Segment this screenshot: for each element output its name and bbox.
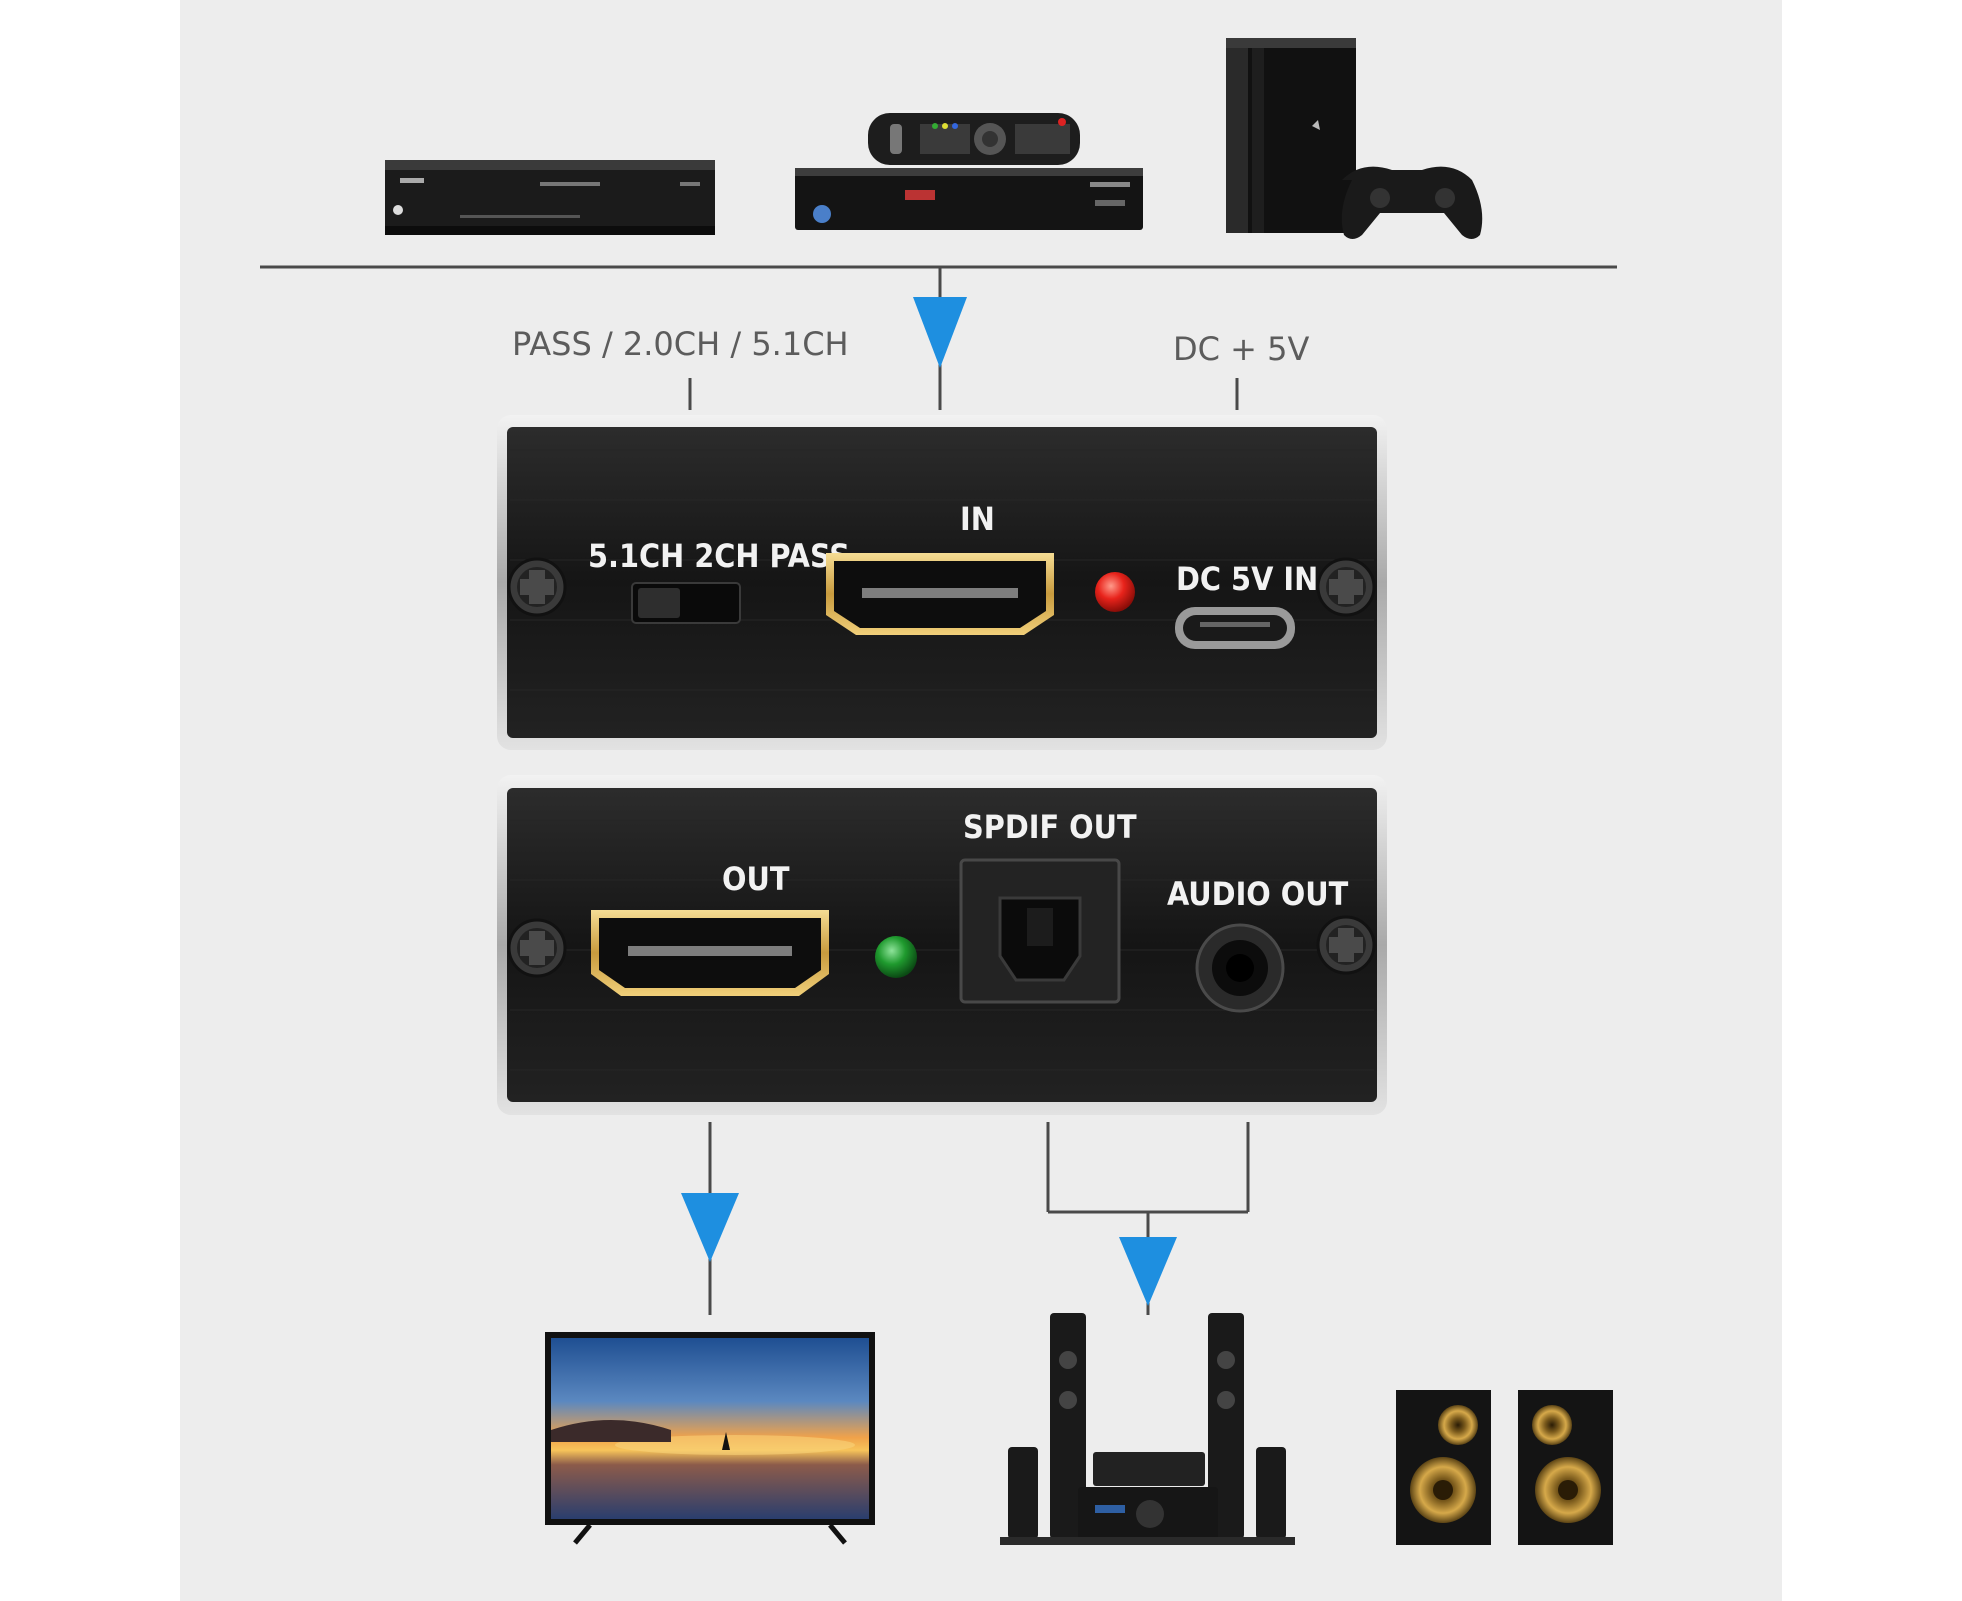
mode-switch-label: 5.1CH 2CH PASS bbox=[588, 537, 850, 575]
input-arrow-icon bbox=[913, 297, 967, 368]
output-panel bbox=[497, 775, 1387, 1115]
audio-out-jack[interactable] bbox=[1195, 923, 1285, 1013]
status-led-icon bbox=[875, 936, 917, 978]
spdif-optical-port[interactable] bbox=[959, 858, 1121, 1004]
tv-arrow-icon bbox=[681, 1193, 739, 1262]
audio-out-label: AUDIO OUT bbox=[1167, 875, 1349, 913]
hdmi-out-port[interactable] bbox=[591, 910, 829, 996]
power-led-icon bbox=[1095, 572, 1135, 612]
dc-input-label: DC 5V IN bbox=[1176, 560, 1318, 598]
dvd-recorder-icon bbox=[385, 160, 715, 235]
micro-usb-power-port[interactable] bbox=[1175, 607, 1295, 649]
left-screw-icon bbox=[507, 918, 567, 978]
home-theater-icon bbox=[1000, 1313, 1295, 1545]
bookshelf-speakers-icon bbox=[1396, 1390, 1613, 1545]
power-caption: DC + 5V bbox=[1173, 330, 1310, 368]
speaker-arrow-icon bbox=[1119, 1237, 1177, 1306]
gamepad-icon bbox=[1341, 166, 1483, 239]
right-screw-icon bbox=[1316, 915, 1376, 975]
hdmi-in-label: IN bbox=[960, 500, 995, 538]
television-icon bbox=[545, 1332, 875, 1545]
hdmi-out-label: OUT bbox=[722, 860, 790, 898]
mode-caption: PASS / 2.0CH / 5.1CH bbox=[512, 325, 849, 363]
spdif-out-label: SPDIF OUT bbox=[963, 808, 1137, 846]
left-screw-icon bbox=[507, 557, 567, 617]
remote-control-icon bbox=[868, 113, 1080, 165]
hdmi-in-port[interactable] bbox=[826, 553, 1054, 635]
mode-switch[interactable] bbox=[631, 582, 741, 624]
game-console-icon bbox=[1226, 38, 1356, 233]
right-screw-icon bbox=[1316, 557, 1376, 617]
output-connector-lines bbox=[708, 1122, 1250, 1315]
satellite-receiver-icon bbox=[795, 168, 1143, 230]
